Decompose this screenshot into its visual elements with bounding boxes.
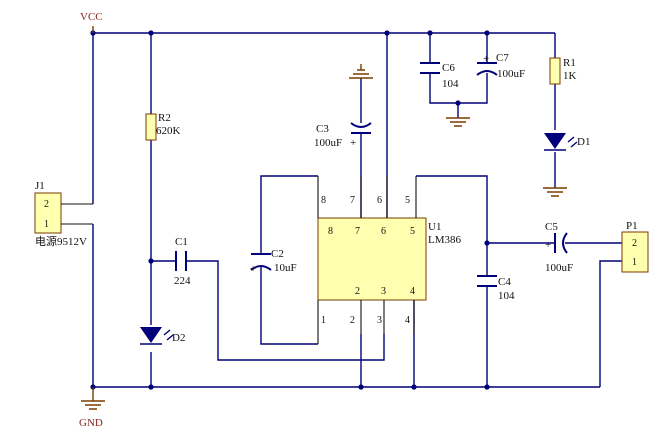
p1-connector: P1 2 1 xyxy=(621,220,649,273)
u1-pin5-inner: 5 xyxy=(410,226,415,237)
c6-capacitor: C6 104 xyxy=(420,62,459,90)
gnd-label: GND xyxy=(79,417,103,429)
gnd-symbol-c3 xyxy=(349,64,373,79)
c4-value: 104 xyxy=(498,290,515,302)
c3-ref: C3 xyxy=(316,123,329,135)
u1-ref: U1 xyxy=(428,221,441,233)
c6-value: 104 xyxy=(442,78,459,90)
j1-ref: J1 xyxy=(35,180,45,192)
u1-pin2-inner: 2 xyxy=(355,286,360,297)
p1-ref: P1 xyxy=(626,220,638,232)
c2-plus: + xyxy=(250,263,256,275)
c7-capacitor: C7 100uF + xyxy=(476,52,525,80)
c7-value: 100uF xyxy=(497,68,525,80)
c1-value: 224 xyxy=(174,275,191,287)
u1-lm386: U1 LM386 8 7 6 5 8 7 6 5 2 3 4 1 2 3 4 xyxy=(317,176,462,344)
u1-pin8-inner: 8 xyxy=(328,226,333,237)
c7-ref: C7 xyxy=(496,52,509,64)
d1-ref: D1 xyxy=(577,136,590,148)
c4-capacitor: C4 104 xyxy=(477,275,515,302)
c7-plus: + xyxy=(483,53,489,65)
c5-capacitor: C5 100uF + xyxy=(545,221,573,274)
c6-ref: C6 xyxy=(442,62,455,74)
r1-ref: R1 xyxy=(563,57,576,69)
u1-pin3-inner: 3 xyxy=(381,286,386,297)
c2-capacitor: C2 10uF + xyxy=(250,248,297,275)
c3-plus: + xyxy=(350,137,356,149)
d2-ref: D2 xyxy=(172,332,185,344)
r2-resistor: R2 620K xyxy=(145,112,181,141)
p1-pin-1: 1 xyxy=(632,257,637,268)
j1-pin-2: 2 xyxy=(44,199,49,210)
u1-pin7-inner: 7 xyxy=(355,226,360,237)
u1-pin7-outer: 7 xyxy=(350,195,355,206)
c5-plus: + xyxy=(545,239,551,251)
u1-pin1-outer: 1 xyxy=(321,315,326,326)
u1-pin4-outer: 4 xyxy=(405,315,410,326)
c5-value: 100uF xyxy=(545,262,573,274)
c1-ref: C1 xyxy=(175,236,188,248)
c2-ref: C2 xyxy=(271,248,284,260)
j1-value: 电源9512V xyxy=(35,234,87,248)
u1-pin2-outer: 2 xyxy=(350,315,355,326)
c3-capacitor: C3 100uF + xyxy=(314,122,372,149)
vcc-net-label: VCC xyxy=(80,11,103,33)
u1-pin6-inner: 6 xyxy=(381,226,386,237)
c4-ref: C4 xyxy=(498,276,511,288)
r1-resistor: R1 1K xyxy=(549,57,577,85)
c2-value: 10uF xyxy=(274,262,297,274)
u1-pin3-outer: 3 xyxy=(377,315,382,326)
r2-value: 620K xyxy=(156,125,181,137)
vcc-label: VCC xyxy=(80,11,103,23)
gnd-symbol-d1 xyxy=(543,187,567,197)
gnd-symbol-c6c7 xyxy=(446,117,470,127)
r1-value: 1K xyxy=(563,70,577,82)
u1-pin4-inner: 4 xyxy=(410,286,415,297)
j1-connector: J1 2 1 电源9512V xyxy=(34,180,93,248)
gnd-symbol-main: GND xyxy=(79,387,105,429)
c1-capacitor: C1 224 xyxy=(174,236,191,287)
c5-ref: C5 xyxy=(545,221,558,233)
u1-pin8-outer: 8 xyxy=(321,195,326,206)
u1-pin5-outer: 5 xyxy=(405,195,410,206)
d1-led: D1 xyxy=(544,133,590,151)
r2-ref: R2 xyxy=(158,112,171,124)
u1-value: LM386 xyxy=(428,234,462,246)
p1-pin-2: 2 xyxy=(632,238,637,249)
d2-led: D2 xyxy=(140,327,185,345)
c3-value: 100uF xyxy=(314,137,342,149)
j1-pin-1: 1 xyxy=(44,219,49,230)
u1-pin6-outer: 6 xyxy=(377,195,382,206)
